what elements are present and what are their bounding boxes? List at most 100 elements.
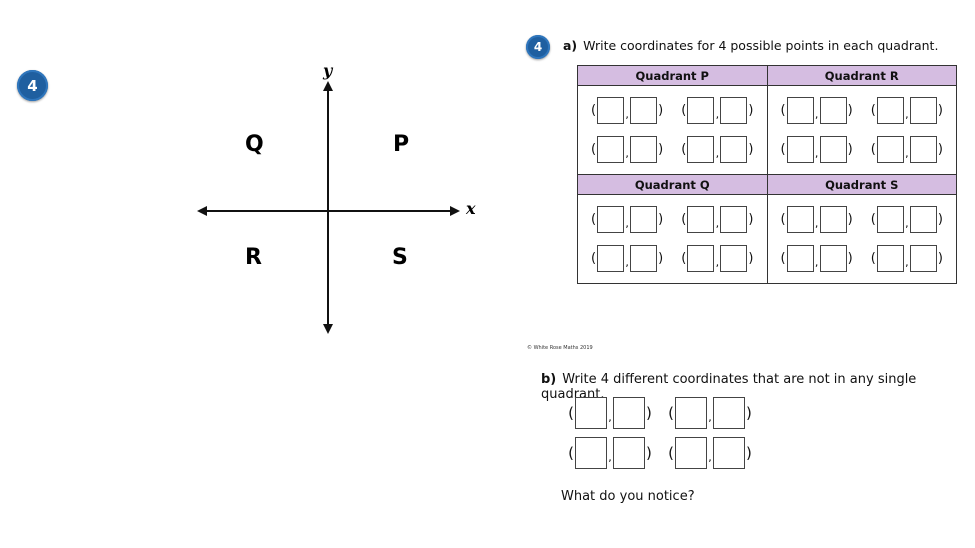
cell-quadrant-r: (,)(,)(,)(,) — [766, 85, 957, 175]
comma: , — [715, 108, 720, 121]
x-answer-box[interactable] — [575, 397, 607, 429]
y-answer-box[interactable] — [909, 97, 937, 124]
coordinate-pair: (,) — [672, 97, 762, 124]
x-answer-box[interactable] — [786, 206, 814, 233]
x-answer-box[interactable] — [597, 206, 625, 233]
y-answer-box[interactable] — [909, 136, 937, 163]
coordinate-pair: (,) — [582, 245, 672, 272]
comma: , — [708, 451, 712, 464]
y-answer-box[interactable] — [819, 206, 847, 233]
comma: , — [905, 256, 909, 269]
comma: , — [625, 217, 629, 230]
x-answer-box[interactable] — [876, 245, 904, 272]
comma: , — [905, 147, 909, 160]
copyright-notice: © White Rose Maths 2019 — [527, 345, 593, 351]
close-bracket: ) — [748, 212, 754, 227]
comma: , — [625, 256, 629, 269]
close-bracket: ) — [748, 142, 754, 157]
coordinate-axes: y x Q P R S — [197, 61, 476, 334]
close-bracket: ) — [937, 142, 943, 157]
y-answer-box[interactable] — [819, 97, 847, 124]
close-bracket: ) — [748, 103, 754, 118]
y-answer-box[interactable] — [909, 206, 937, 233]
close-bracket: ) — [748, 251, 754, 266]
x-answer-box[interactable] — [575, 437, 607, 469]
x-axis-label: x — [465, 199, 476, 218]
open-bracket: ( — [780, 142, 786, 157]
open-bracket: ( — [591, 142, 597, 157]
x-answer-box[interactable] — [786, 136, 814, 163]
header-quadrant-s: Quadrant S — [766, 174, 957, 195]
y-answer-box[interactable] — [720, 136, 748, 163]
question-b-label: b) — [541, 372, 557, 387]
open-bracket: ( — [681, 251, 687, 266]
y-answer-box[interactable] — [720, 206, 748, 233]
question-number-badge: 4 — [17, 70, 48, 101]
x-answer-box[interactable] — [687, 136, 715, 163]
coordinate-pair: (,) — [772, 97, 862, 124]
question-a-label: a) — [563, 38, 578, 53]
y-answer-box[interactable] — [630, 97, 658, 124]
x-answer-box[interactable] — [597, 136, 625, 163]
close-bracket: ) — [658, 212, 664, 227]
cell-quadrant-p: (,)(,)(,)(,) — [577, 85, 768, 175]
x-answer-box[interactable] — [876, 136, 904, 163]
coordinate-pair: (,) — [862, 206, 952, 233]
y-answer-box[interactable] — [613, 437, 645, 469]
y-answer-box[interactable] — [819, 245, 847, 272]
x-answer-box[interactable] — [597, 97, 625, 124]
question-b-answer-area: (,)(,)(,)(,) — [560, 397, 760, 469]
x-answer-box[interactable] — [687, 245, 715, 272]
x-answer-box[interactable] — [786, 245, 814, 272]
y-answer-box[interactable] — [909, 245, 937, 272]
y-answer-box[interactable] — [630, 136, 658, 163]
comma: , — [814, 147, 819, 160]
coordinate-pair: (,) — [582, 136, 672, 163]
quadrant-label-s: S — [392, 245, 408, 270]
x-answer-box[interactable] — [876, 206, 904, 233]
close-bracket: ) — [746, 404, 752, 422]
coordinate-pair: (,) — [772, 206, 862, 233]
y-answer-box[interactable] — [613, 397, 645, 429]
x-answer-box[interactable] — [786, 97, 814, 124]
question-a: a)Write coordinates for 4 possible point… — [563, 38, 938, 53]
comma: , — [905, 217, 909, 230]
coordinate-pair: (,) — [582, 97, 672, 124]
y-answer-box[interactable] — [720, 97, 748, 124]
x-answer-box[interactable] — [675, 397, 707, 429]
comma: , — [715, 256, 720, 269]
y-answer-box[interactable] — [630, 245, 658, 272]
close-bracket: ) — [937, 251, 943, 266]
close-bracket: ) — [847, 103, 853, 118]
y-answer-box[interactable] — [819, 136, 847, 163]
header-quadrant-r: Quadrant R — [766, 65, 957, 86]
y-answer-box[interactable] — [713, 437, 745, 469]
close-bracket: ) — [937, 212, 943, 227]
y-answer-box[interactable] — [630, 206, 658, 233]
x-answer-box[interactable] — [687, 97, 715, 124]
comma: , — [905, 108, 909, 121]
open-bracket: ( — [780, 212, 786, 227]
x-answer-box[interactable] — [597, 245, 625, 272]
x-answer-box[interactable] — [675, 437, 707, 469]
y-answer-box[interactable] — [720, 245, 748, 272]
close-bracket: ) — [937, 103, 943, 118]
coordinate-pair: (,) — [672, 206, 762, 233]
comma: , — [814, 217, 819, 230]
coordinate-pair: (,) — [772, 136, 862, 163]
open-bracket: ( — [591, 212, 597, 227]
open-bracket: ( — [780, 103, 786, 118]
comma: , — [608, 411, 612, 424]
comma: , — [814, 256, 819, 269]
x-answer-box[interactable] — [687, 206, 715, 233]
close-bracket: ) — [658, 142, 664, 157]
y-answer-box[interactable] — [713, 397, 745, 429]
coordinate-pair: (,) — [560, 397, 660, 429]
question-number-badge-small: 4 — [526, 35, 550, 59]
cell-quadrant-s: (,)(,)(,)(,) — [766, 194, 957, 284]
y-axis-label: y — [322, 61, 334, 80]
x-answer-box[interactable] — [876, 97, 904, 124]
open-bracket: ( — [870, 142, 876, 157]
coordinate-pair: (,) — [672, 245, 762, 272]
open-bracket: ( — [870, 212, 876, 227]
